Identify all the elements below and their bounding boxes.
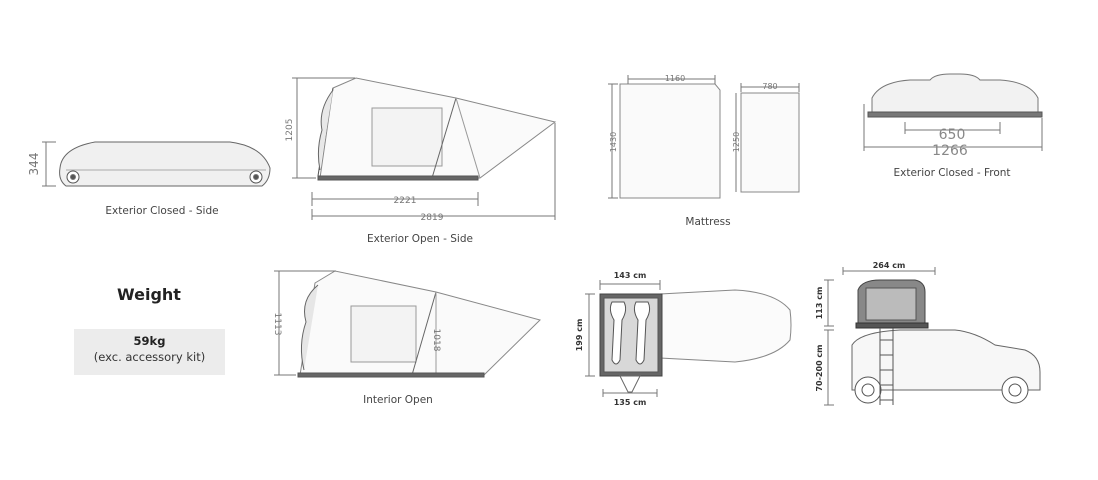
- pillow-width-dim: 780: [762, 82, 777, 91]
- top-length-dim: 199 cm: [575, 319, 584, 352]
- weight-value: 59kg: [133, 334, 166, 348]
- exterior-closed-side-drawing: [42, 141, 271, 187]
- caption-exterior-closed-side: Exterior Closed - Side: [105, 205, 219, 217]
- caption-exterior-closed-front: Exterior Closed - Front: [893, 167, 1011, 179]
- closed-height-dim: 344: [27, 153, 41, 176]
- mattress-drawing: [608, 75, 800, 199]
- open-inner-length-dim: 2221: [394, 196, 417, 206]
- vehicle-tent-height-dim: 113 cm: [815, 287, 824, 320]
- vehicle-width-dim: 264 cm: [873, 261, 906, 270]
- top-width-dim: 143 cm: [614, 271, 647, 280]
- interior-inner-height-dim: 1018: [431, 329, 441, 352]
- front-width-dim: 1266: [932, 143, 968, 159]
- caption-mattress: Mattress: [685, 216, 731, 228]
- open-height-dim: 1205: [285, 119, 295, 142]
- mattress-length-dim: 1430: [609, 132, 618, 152]
- caption-interior-open: Interior Open: [363, 394, 433, 406]
- mattress-width-dim: 1160: [665, 74, 685, 83]
- weight-title: Weight: [117, 285, 181, 304]
- front-inner-width-dim: 650: [939, 127, 966, 143]
- pillow-length-dim: 1250: [732, 132, 741, 152]
- interior-height-dim: 1113: [272, 313, 282, 336]
- vehicle-top-view-drawing: [585, 280, 792, 397]
- caption-exterior-open-side: Exterior Open - Side: [367, 233, 473, 245]
- exterior-closed-front-drawing: [863, 73, 1043, 151]
- exterior-open-side-drawing: [292, 77, 557, 220]
- open-total-length-dim: 2819: [421, 213, 444, 223]
- weight-box: 59kg (exc. accessory kit): [74, 329, 225, 375]
- vehicle-side-view-drawing: [824, 267, 1041, 406]
- vehicle-ground-height-dim: 70-200 cm: [815, 344, 824, 391]
- interior-open-drawing: [274, 270, 541, 378]
- weight-note: (exc. accessory kit): [93, 350, 206, 364]
- bottom-width-dim: 135 cm: [614, 398, 647, 407]
